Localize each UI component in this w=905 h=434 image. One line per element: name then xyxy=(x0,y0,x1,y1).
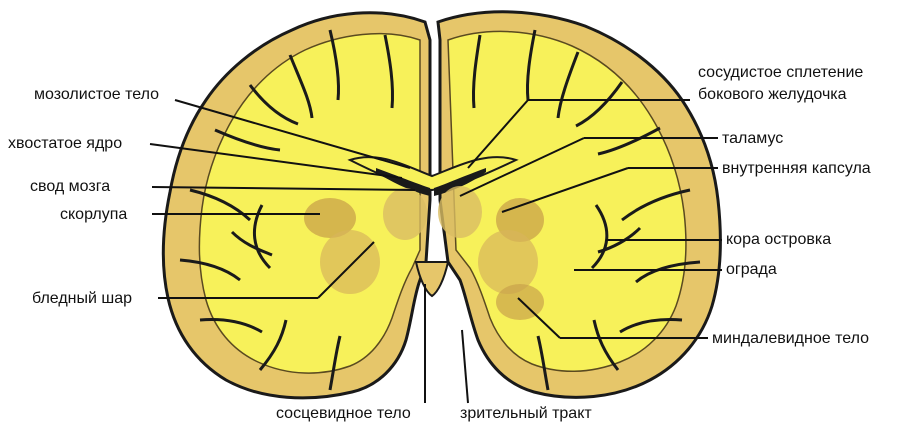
label-claustrum: ограда xyxy=(726,261,777,279)
label-amygdala: миндалевидное тело xyxy=(712,330,869,348)
label-mammillary-body: сосцевидное тело xyxy=(276,405,411,423)
label-putamen: скорлупа xyxy=(60,206,127,224)
label-caudate-nucleus: хвостатое ядро xyxy=(8,135,122,153)
label-insular-cortex: кора островка xyxy=(726,231,831,249)
label-thalamus: таламус xyxy=(722,130,783,148)
brainstem-bottom xyxy=(416,262,448,296)
label-optic-tract: зрительный тракт xyxy=(460,405,592,423)
label-globus-pallidus: бледный шар xyxy=(32,290,132,308)
label-fornix: свод мозга xyxy=(30,178,110,196)
label-corpus-callosum: мозолистое тело xyxy=(34,86,159,104)
label-choroid-plexus-1: сосудистое сплетение xyxy=(698,64,863,82)
label-internal-capsule: внутренняя капсула xyxy=(722,160,871,178)
label-choroid-plexus-2: бокового желудочка xyxy=(698,86,847,104)
